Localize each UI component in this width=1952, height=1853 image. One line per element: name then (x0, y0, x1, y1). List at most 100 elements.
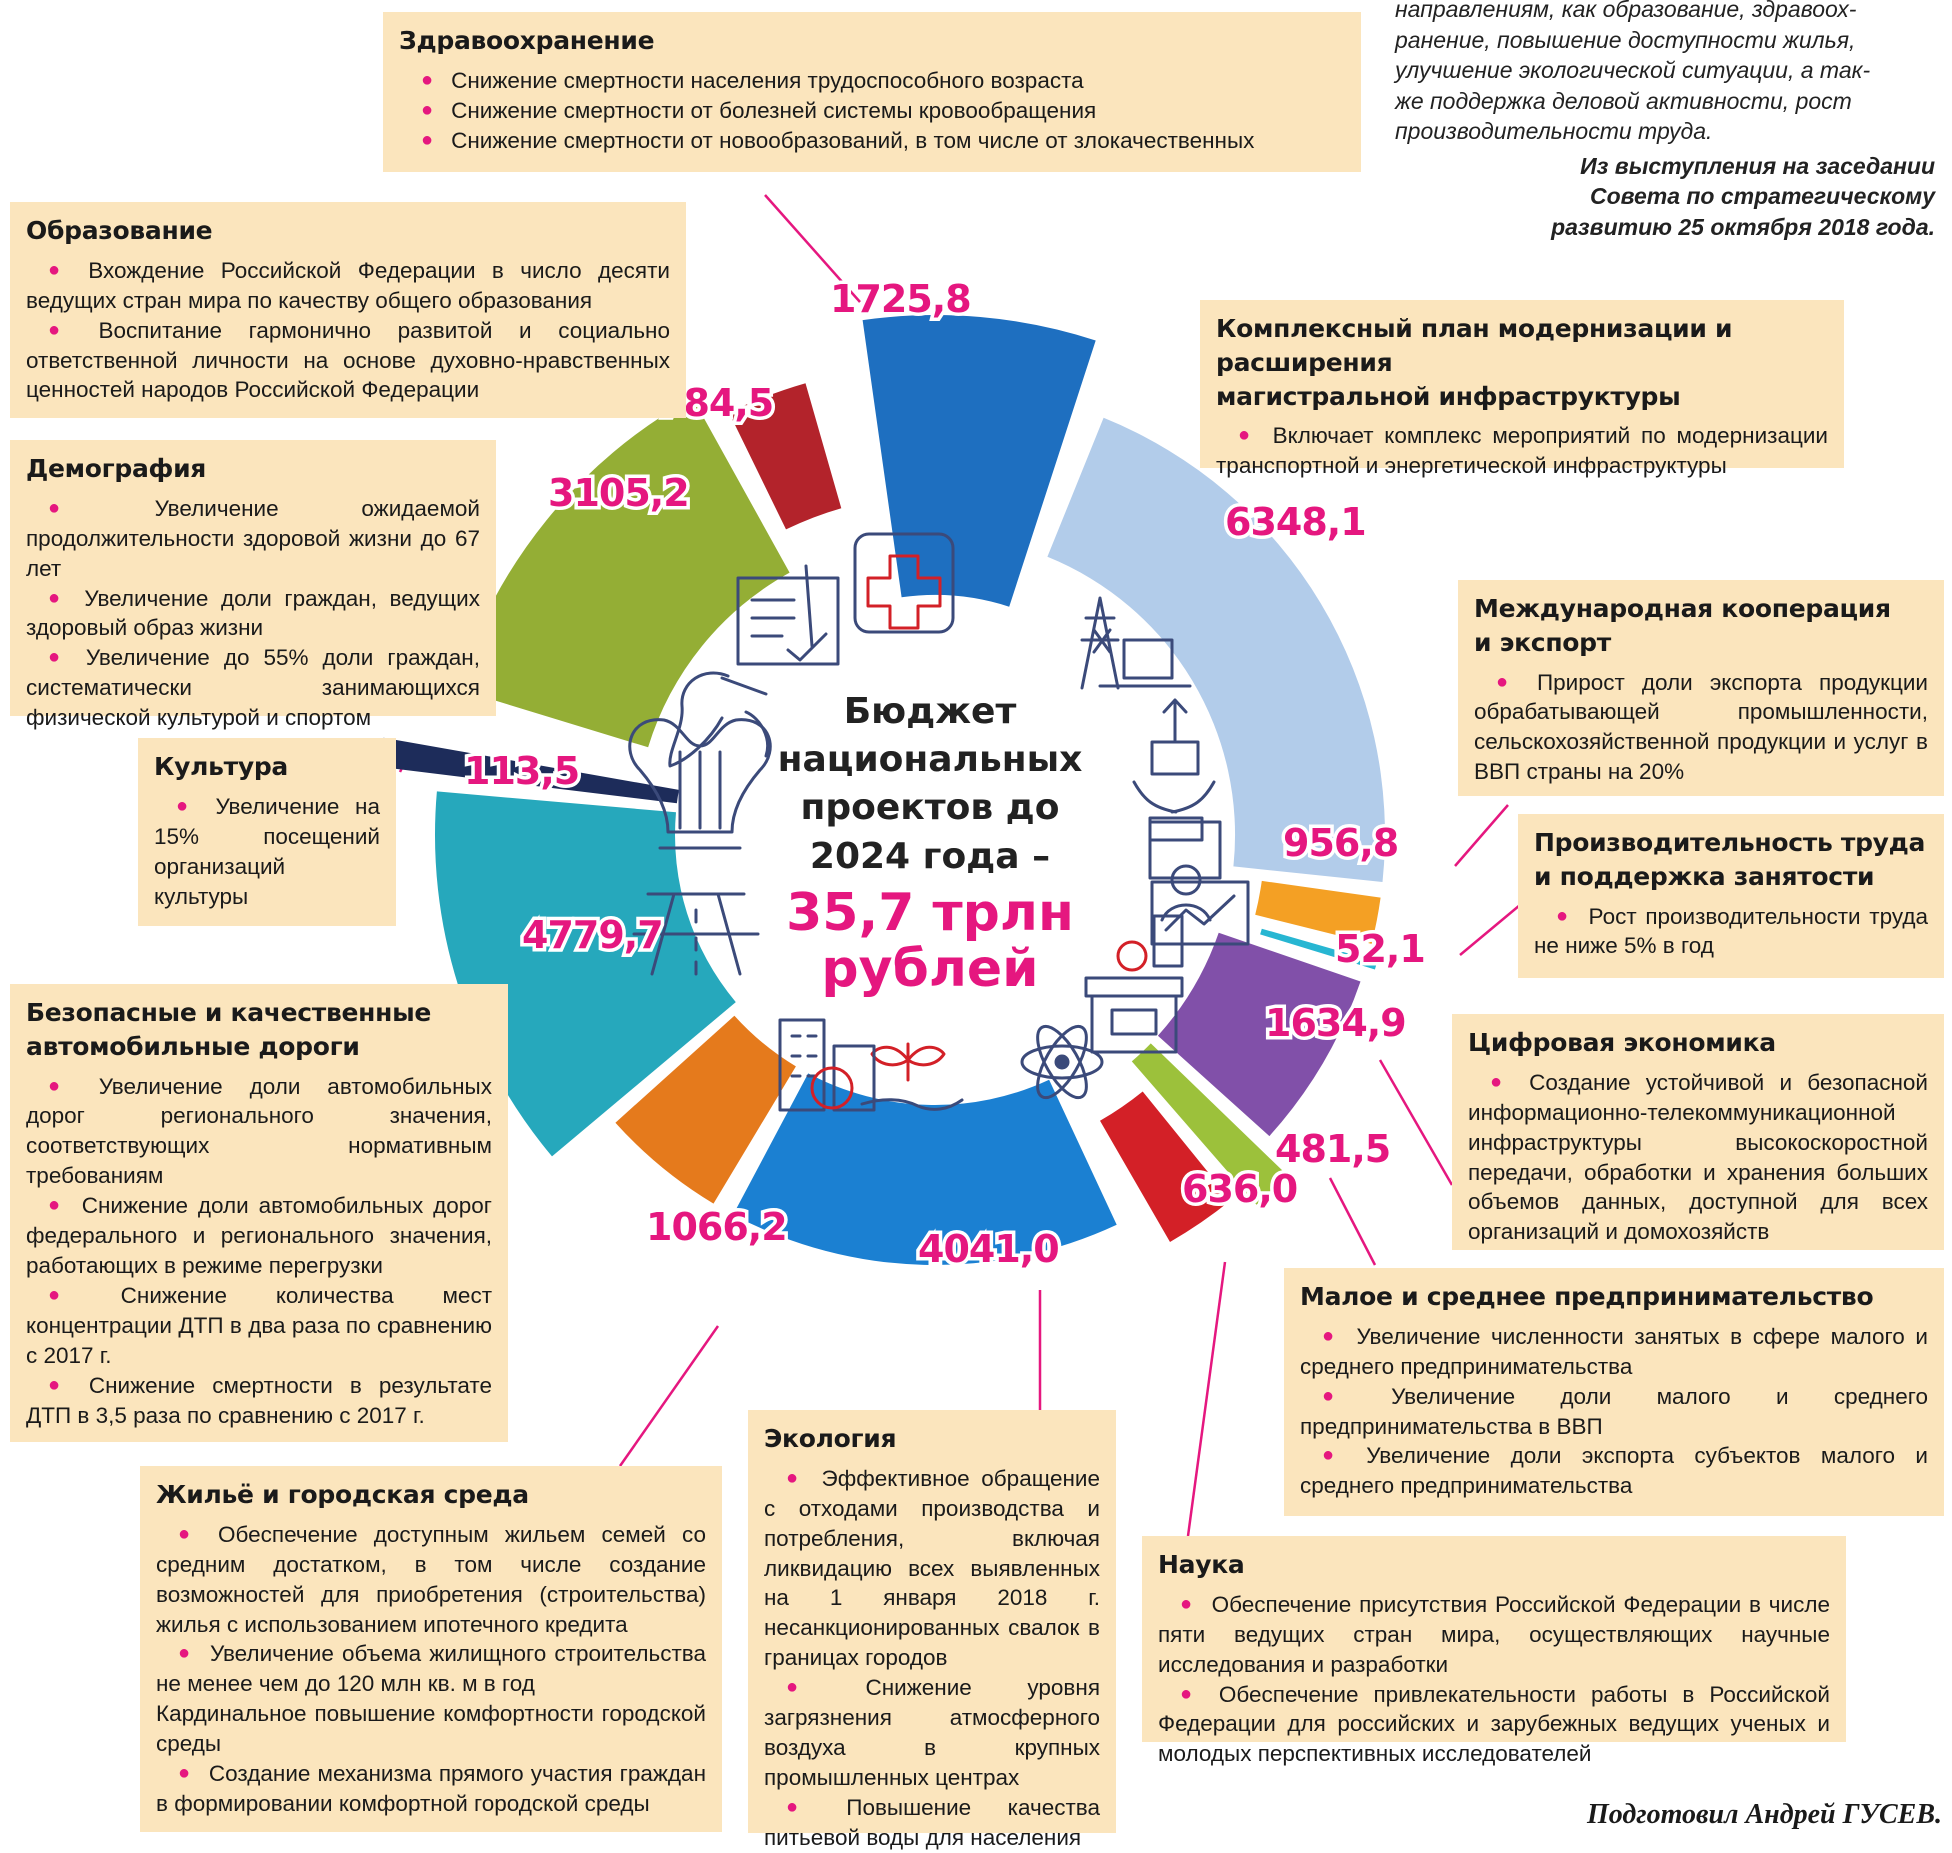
box-bullet-list: Вхождение Российской Федерации в число д… (26, 256, 670, 406)
list-item: Вхождение Российской Федерации в число д… (26, 256, 670, 316)
donut-sector (733, 1073, 1117, 1266)
list-item: Снижение доли автомобильных дорог федера… (26, 1191, 492, 1281)
box-bullet-list: Эффективное обращение с отходами произво… (764, 1464, 1100, 1853)
box-culture: КультураУвеличение на 15% посещений орга… (138, 738, 396, 926)
quote-block: направлениям, как образование, здравоох-… (1395, 0, 1935, 243)
box-bullet-list: Обеспечение присутствия Российской Федер… (1158, 1590, 1830, 1770)
box-title-line: Безопасные и качественные (26, 998, 432, 1027)
donut-sector (1260, 928, 1378, 970)
leader-line (1378, 1059, 1454, 1186)
list-item: Снижение количества мест концентрации ДТ… (26, 1281, 492, 1371)
box-title: Демография (26, 452, 480, 486)
value-label: 481,5 (1275, 1127, 1390, 1171)
road-icon (632, 892, 760, 976)
box-title-line: Цифровая экономика (1468, 1028, 1776, 1057)
medical-cross-icon (853, 532, 955, 634)
value-label: 52,1 (1335, 927, 1425, 971)
box-bullet-list: Рост производительности труда не ниже 5%… (1534, 902, 1928, 962)
value-label: 4779,7 (522, 913, 663, 957)
value-label: 4041,0 (918, 1227, 1059, 1271)
box-labor-productivity: Производительность труда и поддержка заня… (1518, 814, 1944, 978)
box-title: Малое и среднее предпринимательство (1300, 1280, 1928, 1314)
workers-icon (1148, 820, 1222, 922)
list-item: Снижение смертности в результате ДТП в 3… (26, 1371, 492, 1431)
box-title-line: Культура (154, 752, 289, 781)
list-item: Повышение качества питьевой воды для нас… (764, 1793, 1100, 1853)
box-bullet-list: Увеличение ожидаемой продолжительности з… (26, 494, 480, 733)
value-label: 1725,8 (830, 277, 971, 321)
list-item: Увеличение на 15% посещений организаций … (154, 792, 380, 912)
box-title: Жильё и городская среда (156, 1478, 706, 1512)
box-bullet-list: Создание устойчивой и безопасной информа… (1468, 1068, 1928, 1248)
box-education: ОбразованиеВхождение Российской Федераци… (10, 202, 686, 418)
box-healthcare: ЗдравоохранениеСнижение смертности насел… (383, 12, 1361, 172)
box-title: Наука (1158, 1548, 1830, 1582)
shop-icon (1084, 940, 1184, 1054)
list-item: Воспитание гармонично развитой и социаль… (26, 316, 670, 406)
box-title-line: Демография (26, 454, 207, 483)
value-label: 6348,1 (1225, 500, 1366, 544)
box-bullet-list: Увеличение доли автомобильных дорог реги… (26, 1072, 492, 1431)
value-labels: 1725,86348,1956,852,11634,9481,5636,0404… (461, 274, 1430, 1275)
list-item: Увеличение доли малого и среднего предпр… (1300, 1382, 1928, 1442)
value-label: 1066,2 (646, 1205, 787, 1249)
quote-line: производительности труда. (1395, 118, 1713, 145)
list-item: Увеличение доли экспорта субъектов малог… (1300, 1441, 1928, 1501)
box-title-line: и поддержка занятости (1534, 861, 1875, 891)
box-title-line: Комплексный план модернизации и расширен… (1216, 314, 1733, 377)
leader-lines (398, 194, 1521, 1537)
donut-sector (1131, 1043, 1288, 1205)
lyre-icon (628, 718, 772, 850)
list-item: Увеличение доли граждан, ведущих здоровы… (26, 584, 480, 644)
box-science: НаукаОбеспечение присутствия Российской … (1142, 1536, 1846, 1766)
project-icons (628, 532, 1250, 1112)
value-label: 3105,2 (548, 471, 689, 515)
value-label: 113,5 (464, 749, 579, 793)
leader-line (1459, 904, 1521, 956)
box-bullet-list: Прирост доли экспорта продукции обрабаты… (1474, 668, 1928, 788)
donut-sector (615, 1015, 796, 1204)
box-title: Безопасные и качественные автомобильные д… (26, 996, 492, 1064)
list-item: Снижение смертности от новообразований, … (399, 126, 1345, 156)
list-item: Включает комплекс мероприятий по модерни… (1216, 421, 1828, 481)
box-title: Образование (26, 214, 670, 248)
sprout-hand-icon (860, 1042, 964, 1111)
quote-line: же поддержка деловой активности, рост (1395, 87, 1852, 114)
value-label: 956,8 (1283, 821, 1398, 865)
box-bullet-list: Увеличение численности занятых в сфере м… (1300, 1322, 1928, 1502)
box-title: Культура (154, 750, 380, 784)
list-item: Создание устойчивой и безопасной информа… (1468, 1068, 1928, 1248)
leader-line (1186, 1261, 1227, 1537)
power-tower-truck-icon (1080, 596, 1192, 690)
box-title: Производительность труда и поддержка заня… (1534, 826, 1928, 894)
book-pen-icon (736, 564, 840, 666)
leader-line (618, 1325, 720, 1467)
list-item: Снижение смертности населения трудоспосо… (399, 66, 1345, 96)
list-item: Увеличение объема жилищного строительств… (156, 1639, 706, 1699)
donut-sector (456, 397, 790, 748)
box-ecology: ЭкологияЭффективное обращение с отходами… (748, 1410, 1116, 1850)
chart-total: 35,7 трлн рублей (786, 882, 1074, 1000)
quote-line: улучшение экологической ситуации, а так- (1395, 57, 1871, 84)
donut-sector (862, 315, 1096, 607)
list-item: Обеспечение присутствия Российской Федер… (1158, 1590, 1830, 1680)
donut-sector (434, 791, 736, 1157)
chart-title: Бюджет национальных проектов до 2024 год… (777, 691, 1083, 877)
box-title-line: Производительность труда (1534, 828, 1926, 857)
donut-sector (1100, 1091, 1231, 1242)
list-item: Кардинальное повышение комфортности горо… (156, 1701, 706, 1757)
box-bullet-list: Увеличение на 15% посещений организаций … (154, 792, 380, 912)
box-title: Здравоохранение (399, 24, 1345, 58)
list-item: Увеличение ожидаемой продолжительности з… (26, 494, 480, 584)
box-digital-economy: Цифровая экономикаСоздание устойчивой и … (1452, 1014, 1944, 1250)
quote-source: Из выступления на заседании Совета по ст… (1395, 151, 1935, 243)
box-title-line: и экспорт (1474, 627, 1611, 657)
leader-line (1328, 1177, 1377, 1266)
box-title: Экология (764, 1422, 1100, 1456)
box-roads: Безопасные и качественные автомобильные д… (10, 984, 508, 1442)
box-title-line: автомобильные дороги (26, 1031, 360, 1061)
box-title-line: Малое и среднее предпринимательство (1300, 1282, 1874, 1311)
list-item: Прирост доли экспорта продукции обрабаты… (1474, 668, 1928, 788)
box-small-business: Малое и среднее предпринимательствоУвели… (1284, 1268, 1944, 1516)
